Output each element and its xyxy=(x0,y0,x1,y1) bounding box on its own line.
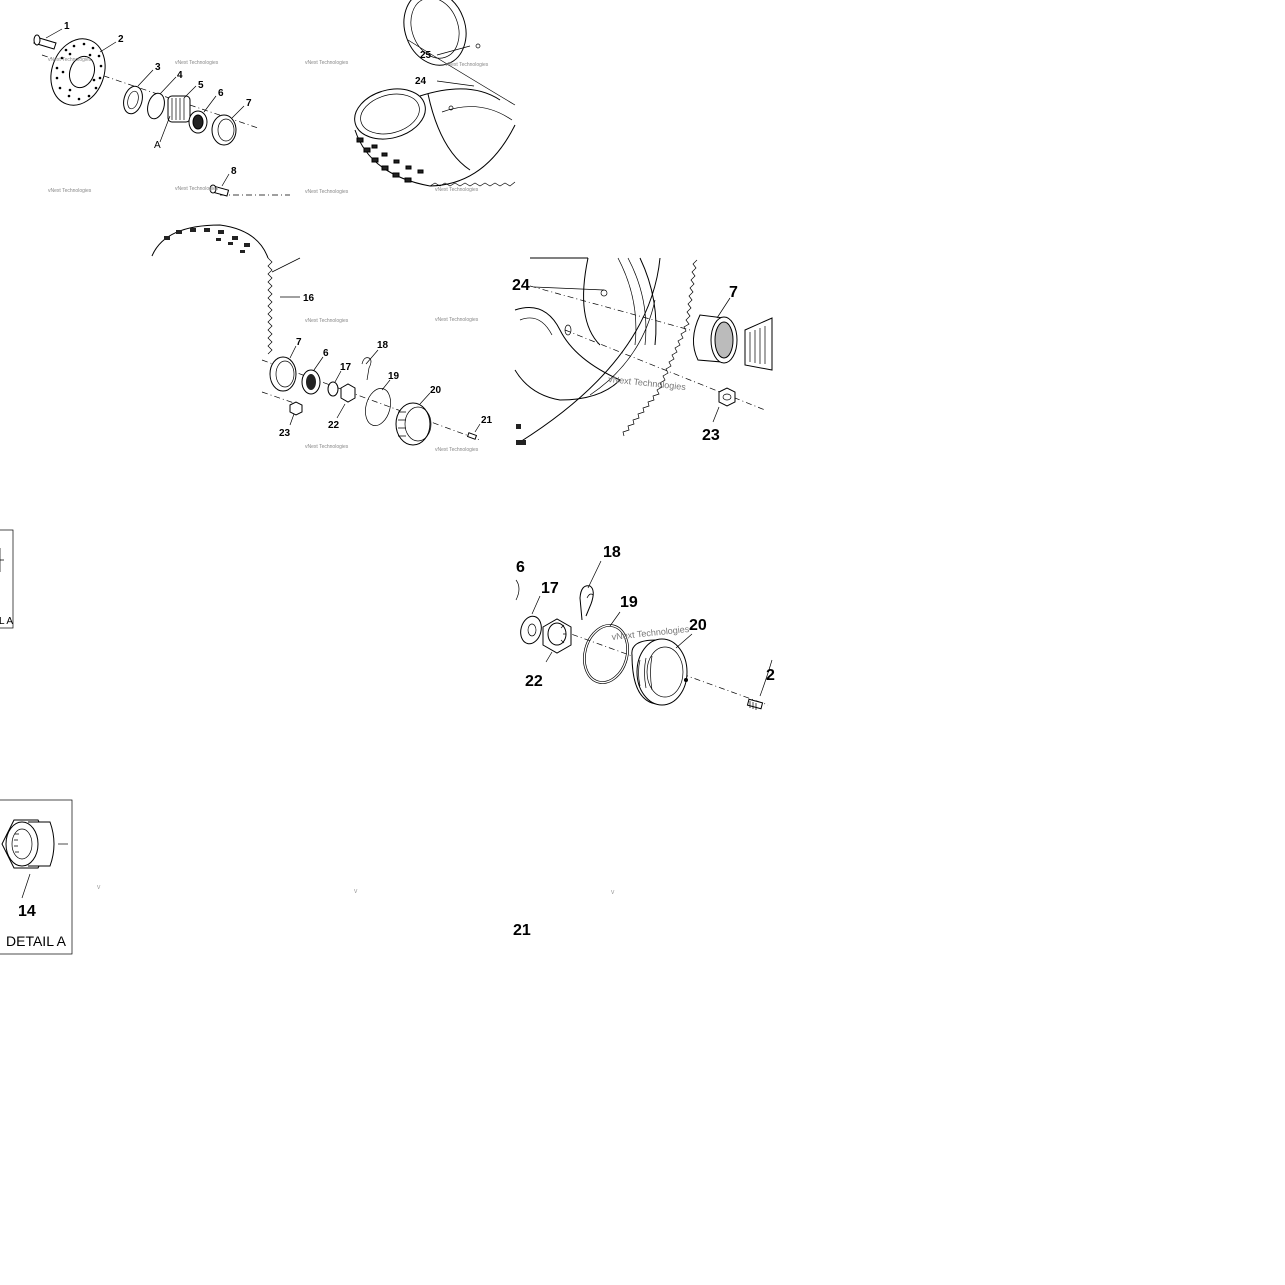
zoom-hub-section: 2 6 17 18 19 20 22 vNext Technologies xyxy=(515,544,775,710)
zoom-wheel-section: 24 7 23 vNext Technologies xyxy=(512,257,773,445)
svg-text:vNext Technologies: vNext Technologies xyxy=(305,60,349,66)
detail-a-marker: A xyxy=(154,140,161,151)
callout-16: 16 xyxy=(303,293,315,304)
callout-5: 5 xyxy=(198,80,204,91)
callout-23-overview: 23 xyxy=(279,428,291,439)
washer-part-17 xyxy=(520,615,542,645)
callout-8: 8 xyxy=(231,166,237,177)
svg-text:vNext Technologies: vNext Technologies xyxy=(175,186,219,192)
footer-row: V V V 21 xyxy=(97,885,615,939)
callout-21-overview: 21 xyxy=(481,415,493,426)
callout-21-partial: 2 xyxy=(766,667,775,684)
svg-text:vNext Technologies: vNext Technologies xyxy=(305,318,349,324)
hub-part-5 xyxy=(167,95,191,123)
callout-6-overview: 6 xyxy=(323,348,329,359)
callout-20-overview: 20 xyxy=(430,385,442,396)
svg-text:vNext Technologies: vNext Technologies xyxy=(48,188,92,194)
callout-7-overview: 7 xyxy=(296,337,302,348)
overview-wheel-bottom: 16 7 6 xyxy=(151,224,493,446)
callout-4: 4 xyxy=(177,70,183,81)
overview-brake-assembly: 1 2 3 4 5 6 7 8 A xyxy=(33,21,290,197)
callout-21: 21 xyxy=(513,922,531,939)
svg-text:vNext Technologies: vNext Technologies xyxy=(435,187,479,193)
callout-14: 14 xyxy=(18,903,36,920)
nut-part-22 xyxy=(542,618,572,654)
callout-22: 22 xyxy=(525,673,543,690)
svg-text:vNext Technologies: vNext Technologies xyxy=(305,189,349,195)
bearing-part-6-zoom xyxy=(744,317,773,371)
callout-24-overview: 24 xyxy=(415,76,427,87)
detail-a-caption: DETAIL A xyxy=(6,933,67,949)
hex-nut-part-14 xyxy=(1,819,68,869)
callout-3: 3 xyxy=(155,62,161,73)
callout-19-overview: 19 xyxy=(388,371,400,382)
callout-24: 24 xyxy=(512,277,530,294)
watermark-zoom-wheel: vNext Technologies xyxy=(608,374,687,392)
svg-text:vNext Technologies: vNext Technologies xyxy=(445,62,489,68)
bolt-part-1 xyxy=(33,34,57,50)
svg-text:vNext Technologies: vNext Technologies xyxy=(48,57,92,63)
svg-text:vNext Technologies: vNext Technologies xyxy=(305,444,349,450)
pin-part-18 xyxy=(579,585,594,621)
o-ring-part-19 xyxy=(583,624,629,684)
callout-25: 25 xyxy=(420,50,432,61)
callout-17: 17 xyxy=(541,580,559,597)
callout-18: 18 xyxy=(603,544,621,561)
watermark-fragment: V xyxy=(354,889,358,895)
hub-cap-part-20 xyxy=(631,638,688,706)
callout-1: 1 xyxy=(64,21,70,32)
callout-17-overview: 17 xyxy=(340,362,352,373)
bearing-part-6 xyxy=(188,110,208,134)
detail-box-cropped: L A xyxy=(0,529,13,629)
race-part-7-zoom xyxy=(693,314,738,364)
callout-18-overview: 18 xyxy=(377,340,389,351)
callout-7: 7 xyxy=(729,284,738,301)
callout-22-overview: 22 xyxy=(328,420,340,431)
watermark-zoom-hub: vNext Technologies xyxy=(611,624,690,642)
callout-2: 2 xyxy=(118,34,124,45)
watermark-fragment: V xyxy=(97,885,101,891)
svg-text:vNext Technologies: vNext Technologies xyxy=(435,447,479,453)
svg-text:L A: L A xyxy=(0,616,13,627)
overview-wheel-top: 25 24 xyxy=(354,0,516,187)
callout-20: 20 xyxy=(689,617,707,634)
stud-part-8 xyxy=(209,184,230,197)
bolt-part-21-zoom xyxy=(746,698,764,710)
watermark-fragment: V xyxy=(611,890,615,896)
svg-text:vNext Technologies: vNext Technologies xyxy=(435,317,479,323)
callout-6: 6 xyxy=(218,88,224,99)
ring-part-4 xyxy=(147,92,165,120)
detail-a-box: 14 DETAIL A xyxy=(0,799,73,955)
svg-text:vNext Technologies: vNext Technologies xyxy=(175,60,219,66)
race-part-7 xyxy=(211,114,237,146)
callout-19: 19 xyxy=(620,594,638,611)
callout-7: 7 xyxy=(246,98,252,109)
stud-part-23-zoom xyxy=(718,387,736,407)
overview-watermarks: vNext Technologies vNext Technologies vN… xyxy=(48,57,489,453)
brake-disc-part-2 xyxy=(50,38,106,106)
callout-23: 23 xyxy=(702,427,720,444)
callout-6-zoom: 6 xyxy=(516,559,525,576)
